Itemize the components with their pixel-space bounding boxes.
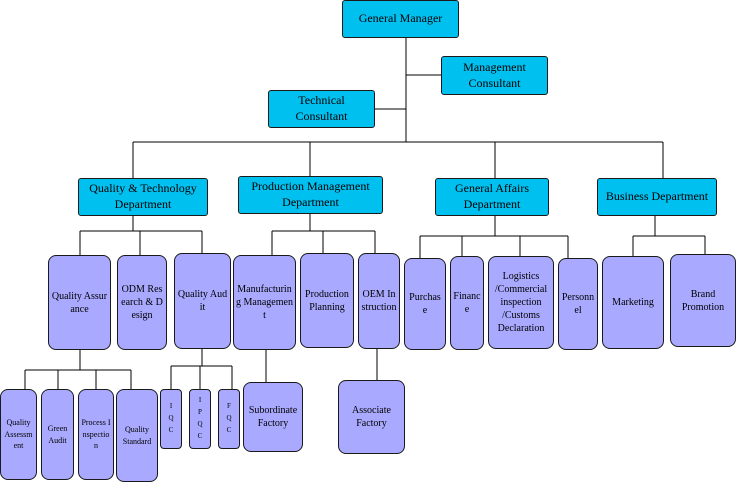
process-inspection-label: Process Inspection xyxy=(81,418,111,451)
quality-audit-box: Quality Audit xyxy=(174,253,231,349)
general-affairs-department-label: General Affairs Department xyxy=(454,181,530,211)
purchase-box: Purchase xyxy=(404,258,446,350)
quality-standard-label: Quality Standard xyxy=(122,424,152,446)
personnel-box: Personnel xyxy=(558,258,598,350)
marketing-box: Marketing xyxy=(602,256,664,349)
quality-standard-box: Quality Standard xyxy=(116,389,158,482)
oem-instruction-box: OEM Instruction xyxy=(358,253,400,349)
associate-factory-box: Associate Factory xyxy=(338,380,405,454)
quality-technology-department-box: Quality & Technology Department xyxy=(78,178,208,216)
process-inspection-box: Process Inspection xyxy=(78,389,114,480)
business-department-label: Business Department xyxy=(605,189,709,204)
business-department-box: Business Department xyxy=(597,178,717,216)
quality-audit-label: Quality Audit xyxy=(177,289,228,313)
technical-consultant-box: Technical Consultant xyxy=(268,90,375,128)
general-manager-label: General Manager xyxy=(358,11,443,26)
brand-promotion-box: Brand Promotion xyxy=(670,254,736,347)
odm-research-design-label: ODM Research & Design xyxy=(121,284,163,321)
purchase-label: Purchase xyxy=(409,292,441,316)
logistics-customs-label: Logistics /Commercial inspection /Custom… xyxy=(494,271,548,334)
brand-promotion-label: Brand Promotion xyxy=(681,288,725,313)
production-planning-box: Production Planning xyxy=(300,253,354,348)
green-audit-box: Green Audit xyxy=(41,389,74,480)
subordinate-factory-box: Subordinate Factory xyxy=(243,382,303,452)
manufacturing-management-box: Manufacturing Management xyxy=(233,255,296,350)
production-management-department-box: Production Management Department xyxy=(238,176,383,214)
quality-assessment-label: Quality Assessment xyxy=(4,418,33,451)
manufacturing-management-label: Manufacturing Management xyxy=(236,284,293,321)
management-consultant-label: Management Consultant xyxy=(463,59,526,90)
ipqc-label: IPQC xyxy=(197,396,203,440)
iqc-box: IQC xyxy=(160,389,182,449)
oem-instruction-label: OEM Instruction xyxy=(361,289,397,313)
quality-assessment-box: Quality Assessment xyxy=(0,389,37,480)
finance-label: Finance xyxy=(453,291,481,315)
personnel-label: Personnel xyxy=(561,292,595,316)
general-affairs-department-box: General Affairs Department xyxy=(435,178,549,216)
associate-factory-label: Associate Factory xyxy=(352,405,391,429)
logistics-customs-box: Logistics /Commercial inspection /Custom… xyxy=(488,256,554,349)
quality-assurance-label: Quality Assurance xyxy=(51,290,108,315)
technical-consultant-label: Technical Consultant xyxy=(295,93,348,123)
fqc-label: FQC xyxy=(226,402,232,434)
subordinate-factory-label: Subordinate Factory xyxy=(248,405,298,429)
marketing-label: Marketing xyxy=(612,297,654,308)
quality-assurance-box: Quality Assurance xyxy=(48,255,111,350)
ipqc-box: IPQC xyxy=(189,389,211,449)
green-audit-label: Green Audit xyxy=(47,423,68,445)
iqc-label: IQC xyxy=(168,402,174,434)
odm-research-design-box: ODM Research & Design xyxy=(117,255,167,350)
general-manager-box: General Manager xyxy=(342,0,459,38)
finance-box: Finance xyxy=(450,256,484,350)
production-planning-label: Production Planning xyxy=(305,288,349,313)
fqc-box: FQC xyxy=(218,389,240,449)
management-consultant-box: Management Consultant xyxy=(441,56,548,95)
production-management-department-label: Production Management Department xyxy=(251,179,370,209)
quality-technology-department-label: Quality & Technology Department xyxy=(89,181,197,211)
